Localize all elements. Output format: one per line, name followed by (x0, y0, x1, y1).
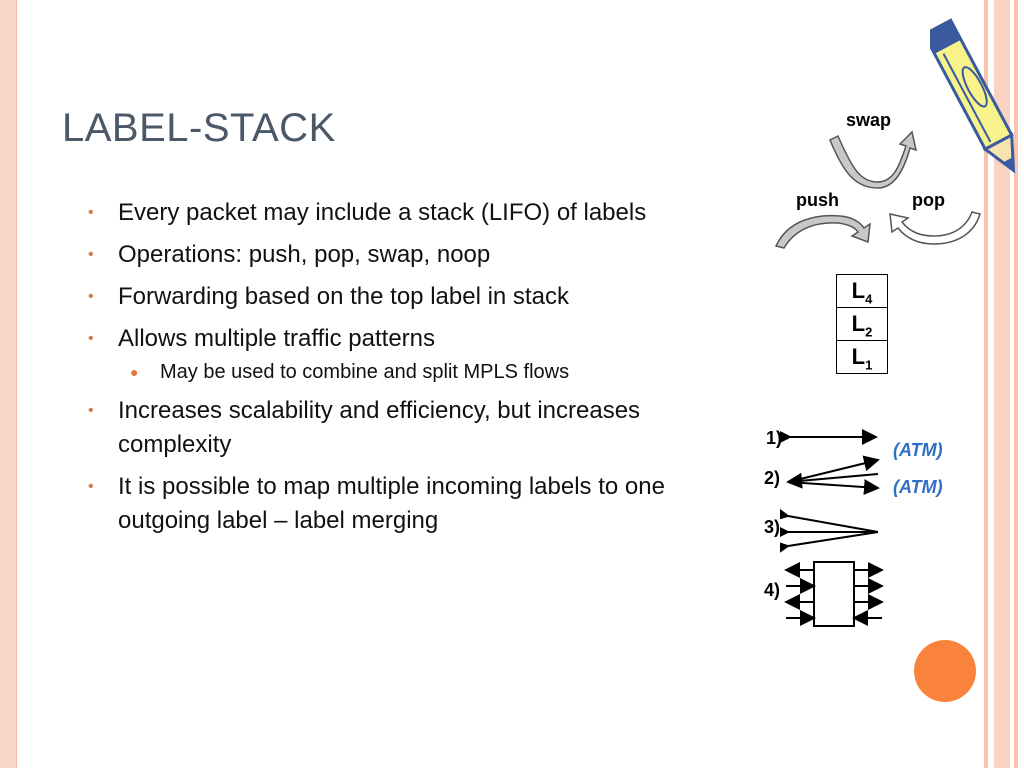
decorative-orange-circle (914, 640, 976, 702)
swap-label: swap (846, 110, 892, 130)
label-stack: L4 L2 L1 (836, 274, 888, 374)
stack-cell: L2 (837, 307, 887, 340)
atm-label-1: (ATM) (893, 440, 943, 460)
bullet-item: •Allows multiple traffic patterns (88, 322, 748, 356)
bullet-list: •Every packet may include a stack (LIFO)… (88, 196, 748, 546)
bullet-dot-icon: • (88, 204, 94, 221)
bullet-dot-icon: • (88, 288, 94, 305)
pattern-4-box (813, 561, 855, 627)
sub-bullet-dot-icon: ● (130, 364, 139, 380)
bullet-dot-icon: • (88, 330, 94, 347)
pattern-2-arrow (787, 479, 880, 496)
bullet-dot-icon: • (88, 402, 94, 419)
pattern-3-arrow (780, 531, 879, 557)
bullet-dot-icon: • (88, 478, 94, 495)
stack-cell: L4 (851, 278, 873, 307)
push-label: push (796, 190, 839, 210)
bullet-item: •It is possible to map multiple incoming… (88, 470, 748, 538)
slide-title: LABEL-STACK (62, 106, 336, 150)
sub-bullet-item: ●May be used to combine and split MPLS f… (88, 358, 748, 386)
push-arrow-icon (774, 214, 871, 249)
pop-arrow-icon (889, 211, 981, 245)
pattern-4-label: 4) (764, 580, 781, 600)
pattern-2-label: 2) (764, 468, 781, 488)
bullet-item: •Every packet may include a stack (LIFO)… (88, 196, 748, 230)
pattern-3-arrow (780, 505, 879, 533)
bullet-dot-icon: • (88, 246, 94, 263)
bullet-item: •Forwarding based on the top label in st… (88, 280, 748, 314)
pattern-3-label: 3) (764, 517, 781, 537)
atm-label-2: (ATM) (893, 477, 943, 497)
pattern-1-label: 1) (766, 428, 783, 448)
pop-label: pop (912, 190, 945, 210)
operation-arrows (774, 130, 981, 249)
bullet-item: •Operations: push, pop, swap, noop (88, 238, 748, 272)
pencil-icon (930, 18, 1016, 174)
pattern-2-arrow (786, 472, 879, 489)
left-border (0, 0, 17, 768)
stack-cell: L1 (837, 340, 887, 373)
traffic-pattern-diagram (780, 429, 884, 627)
swap-arrow-icon (829, 130, 918, 189)
pattern-2-arrow (787, 455, 880, 483)
bullet-item: •Increases scalability and efficiency, b… (88, 394, 748, 462)
